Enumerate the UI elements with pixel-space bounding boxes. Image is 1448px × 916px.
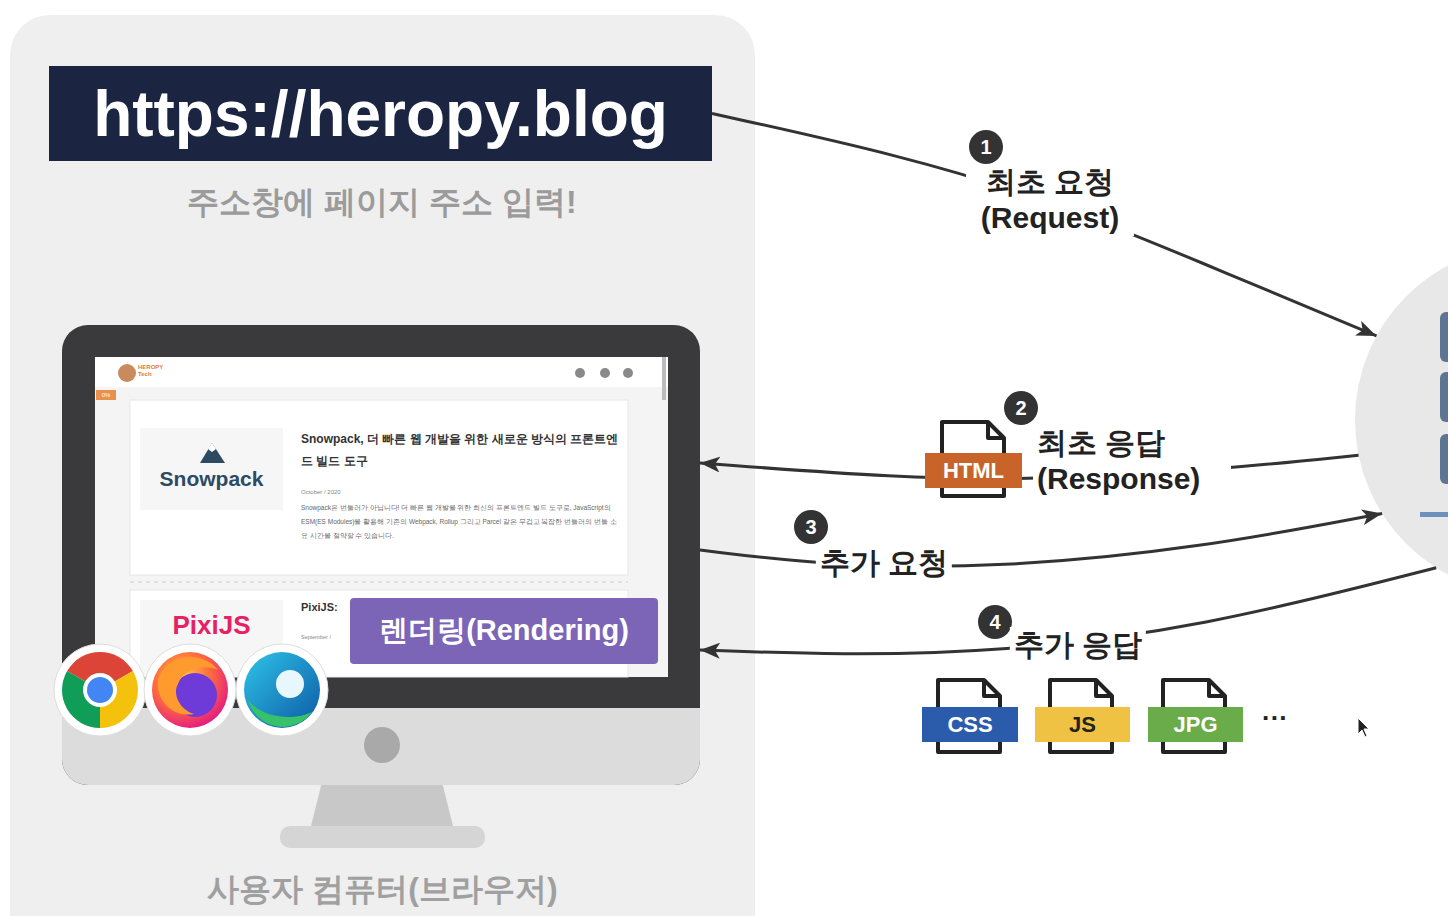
url-text: https://heropy.blog [93,77,668,151]
callout-number: 3 [794,510,828,544]
edge-label: 최초 요청 (Request) [966,164,1134,236]
logo-text: PixiJS [140,610,283,640]
edge-label: 추가 응답 [1010,627,1146,663]
monitor-stand [310,782,454,830]
server-rack [1440,372,1448,422]
monitor-screen: 렌더링(Rendering) [62,325,700,785]
callout-number: 4 [978,605,1012,639]
flow-arrow [712,114,1376,336]
edge-green [248,700,312,727]
browser-panel: https://heropy.blog 렌더링(Rendering) 사용자 컴퓨터… [10,15,755,916]
callout-number: 1 [969,130,1003,164]
more-ellipsis: ··· [1262,703,1288,734]
blog-logo-text: HEROPY Tech [138,364,172,378]
callout-number: 2 [1004,391,1038,425]
header-icon [623,368,633,378]
chrome-center [83,673,117,707]
chrome-logo [54,644,146,736]
rendering-badge: 렌더링(Rendering) [350,598,658,664]
logo-ring [144,644,236,736]
progress-badge: 0% [96,390,116,400]
jpg-file-icon [1148,680,1243,752]
logo-ring [236,644,328,736]
file-type-tag: JPG [1148,707,1243,742]
scrollbar [662,357,666,400]
post-card [130,400,628,575]
server-icon [1355,245,1448,595]
snowpack-snow [208,443,216,452]
panel-ground [10,15,755,916]
chrome-center [87,677,113,703]
edge-label: 추가 요청 [816,545,952,581]
server-rack [1440,312,1448,362]
flow-arrow [700,455,1359,478]
post-excerpt: Snowpack은 번들러가 아닙니다! 더 빠른 웹 개발을 위한 최신의 프… [301,501,619,543]
file-type-tag: JS [1035,707,1130,742]
firefox-flame [152,652,228,728]
post-thumbnail [140,428,283,510]
post-title: Snowpack, 더 빠른 웹 개발을 위한 새로운 방식의 프론트엔드 빌드… [301,428,619,472]
monitor-logo [364,727,400,763]
server-ground [1355,245,1448,595]
address-hint: 주소창에 페이지 주소 입력! [187,181,576,225]
server-rack [1440,434,1448,484]
cut-line [130,582,628,583]
edge-logo [236,644,328,736]
server-circle [1355,245,1448,595]
address-bar: https://heropy.blog [49,66,712,161]
header-icon [600,368,610,378]
edge-wave [244,652,320,728]
file-type-tag: HTML [925,453,1022,488]
screen [95,357,668,677]
edge-inner [276,670,304,698]
snowpack-mountain [200,443,225,463]
html-file-icon [925,422,1022,496]
firefox-tail [158,657,218,714]
post-date: September / [301,634,346,641]
server-base [1420,512,1448,517]
avatar [118,364,136,382]
header-icon [575,368,585,378]
screen-body [95,387,668,677]
monitor-base [280,826,485,848]
logo-ring [54,644,146,736]
post-title: PixiJS: [301,600,346,614]
post-date: October / 2020 [301,488,619,496]
mouse-cursor [1358,718,1369,737]
panel-caption: 사용자 컴퓨터(브라우저) [10,868,755,912]
monitor-illustration [62,325,700,848]
css-file-icon [922,680,1018,752]
logo-text: Snowpack [140,467,283,491]
edge-label: 최초 응답 (Response) [1033,425,1231,497]
file-type-tag: CSS [922,707,1018,742]
monitor-bezel [62,325,700,785]
firefox-logo [144,644,236,736]
js-file-icon [1035,680,1130,752]
